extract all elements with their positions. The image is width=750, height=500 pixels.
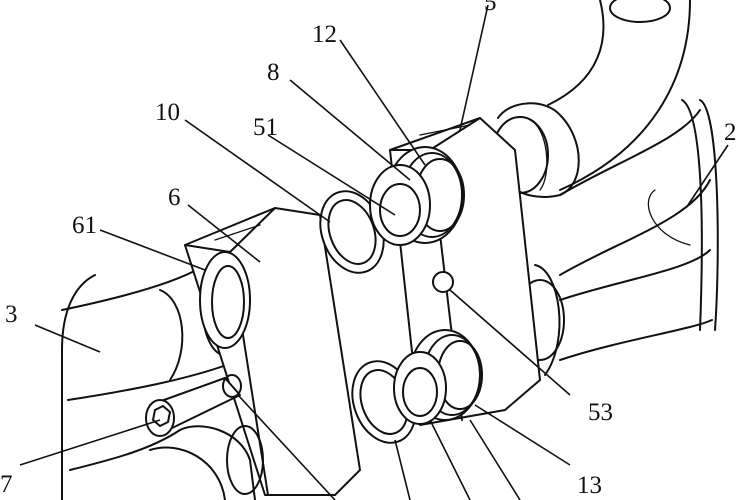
pipe-upper-right	[491, 0, 691, 198]
label-2: 2	[724, 119, 737, 146]
label-53: 53	[588, 399, 613, 426]
label-6: 6	[168, 184, 181, 211]
label-3: 3	[5, 301, 18, 328]
fitting-lower	[393, 329, 483, 425]
label-5: 5	[484, 0, 497, 16]
label-8: 8	[267, 59, 280, 86]
label-10: 10	[155, 99, 180, 126]
label-12: 12	[312, 21, 337, 48]
flange-block-6	[184, 207, 361, 496]
label-7: 7	[0, 471, 13, 498]
bolt-7	[145, 374, 242, 437]
label-13: 13	[577, 472, 602, 499]
label-61: 61	[72, 212, 97, 239]
label-51: 51	[253, 114, 278, 141]
seal-ring-upper	[319, 190, 385, 274]
fitting-upper	[369, 146, 465, 246]
pipe-tube-2	[515, 99, 719, 376]
leader-lines	[19, 4, 729, 500]
